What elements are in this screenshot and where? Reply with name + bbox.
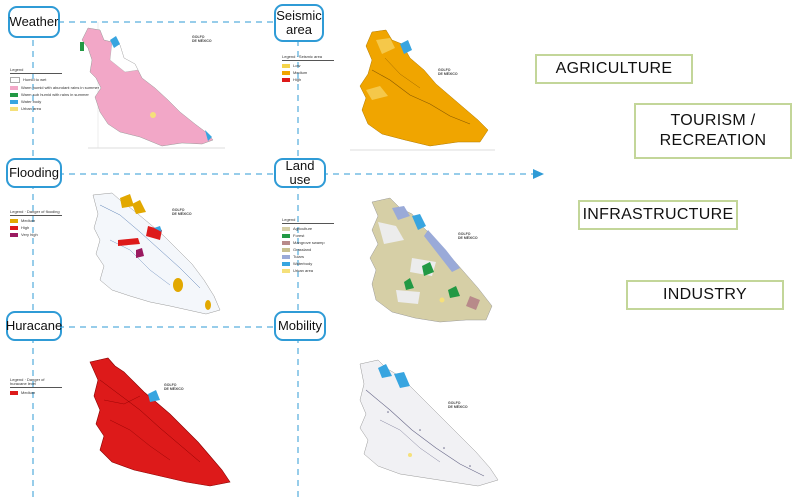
label-huracane[interactable]: Huracane [6, 311, 62, 341]
label-land-use[interactable]: Land use [274, 158, 326, 188]
arrow-head [533, 169, 544, 179]
land-use-map [369, 197, 493, 323]
flooding-map [92, 192, 221, 315]
legend-huracane: Legend · Danger of huracane level Medium [10, 378, 62, 398]
sector-industry[interactable]: INDUSTRY [626, 280, 784, 310]
legend-weather: Legend Humid to wet Warm humid with abun… [10, 67, 100, 111]
legend-seismic: Legend · Seismic area Low Medium High [282, 55, 334, 85]
seismic-map [350, 29, 495, 151]
sector-tourism-recreation[interactable]: TOURISM / RECREATION [634, 103, 792, 159]
label-flooding[interactable]: Flooding [6, 158, 62, 188]
weather-map [80, 22, 225, 149]
sector-infrastructure[interactable]: INFRASTRUCTURE [578, 200, 738, 230]
sector-agriculture[interactable]: AGRICULTURE [535, 54, 693, 84]
legend-flooding: Legend · Danger of flooding Medium High … [10, 210, 62, 240]
label-mobility[interactable]: Mobility [274, 311, 326, 341]
legend-land-use: Legend Agriculture Forest Mangrove swamp… [282, 218, 334, 276]
huracane-map [89, 357, 231, 487]
label-seismic-area[interactable]: Seismic area [274, 4, 324, 42]
label-weather[interactable]: Weather [8, 6, 60, 38]
mobility-map [359, 359, 499, 487]
